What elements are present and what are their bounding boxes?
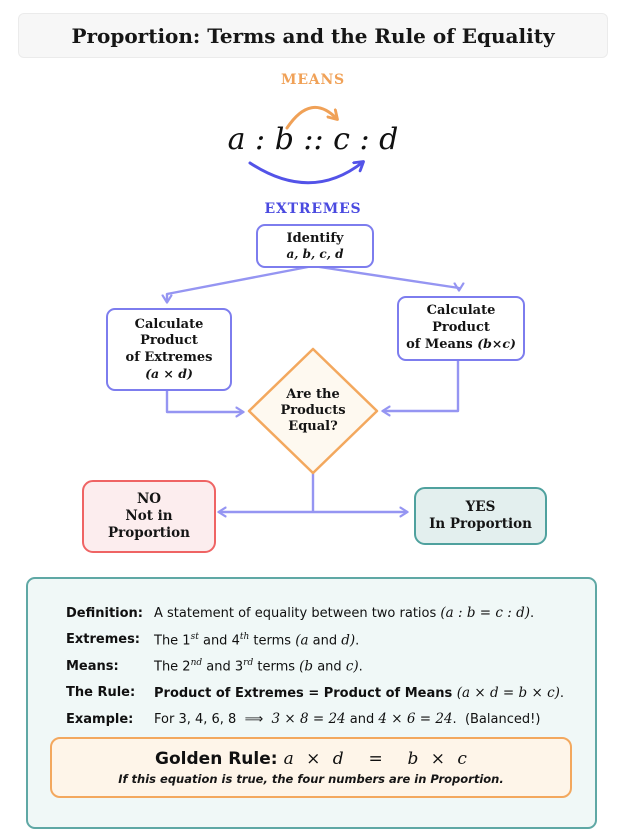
summary-row-label: Means: [66, 658, 119, 674]
calc-means-line2: Product [432, 319, 490, 335]
decision-text: Are the Products Equal? [263, 387, 363, 435]
golden-rule-note: If this equation is true, the four numbe… [118, 772, 504, 786]
summary-row-text: The 1st and 4th terms (a and d). [154, 631, 360, 648]
calc-extremes-line2: Product [140, 333, 198, 348]
calc-extremes-math: (a × d) [145, 366, 193, 381]
golden-rule-line: Golden Rule:a × d = b × c [155, 749, 467, 769]
summary-panel: Definition: A statement of equality betwe… [26, 577, 597, 829]
golden-rule-equation: a × d = b × c [283, 749, 467, 769]
calc-extremes-line1: Calculate [134, 316, 204, 332]
summary-row: Means: The 2nd and 3rd terms (b and c). [66, 653, 566, 680]
identify-terms: a, b, c, d [286, 247, 344, 262]
summary-row-text: The 2nd and 3rd terms (b and c). [154, 658, 363, 675]
calc-means-line3-text: of Means [406, 337, 478, 353]
arrow-identify-left [161, 264, 314, 304]
arrow-left-to-diamond [165, 388, 245, 418]
summary-row-label: Example: [66, 711, 134, 727]
decision-line2: Products [280, 403, 346, 418]
no-line2: Not in [125, 508, 173, 524]
summary-row: Example: For 3, 4, 6, 8 ⟹ 3 × 8 = 24 and … [66, 706, 566, 733]
yes-line1: YES [465, 499, 496, 515]
title-bar: Proportion: Terms and the Rule of Equali… [18, 13, 608, 58]
yes-line2: In Proportion [429, 516, 532, 532]
summary-rows: Definition: A statement of equality betwe… [66, 600, 566, 733]
yes-outcome-box: YES In Proportion [414, 487, 547, 545]
arrow-right-to-diamond [381, 358, 460, 417]
calc-extremes-line3: of Extremes [125, 349, 213, 365]
summary-row: Definition: A statement of equality betwe… [66, 600, 566, 627]
identify-box: Identify a, b, c, d [256, 224, 374, 268]
summary-row-label: The Rule: [66, 685, 136, 701]
calc-means-line3: of Means (b×c) [406, 336, 516, 354]
calc-means-line1: Calculate [426, 303, 496, 319]
page-title: Proportion: Terms and the Rule of Equali… [71, 23, 555, 48]
calc-means-box: Calculate Product of Means (b×c) [397, 296, 525, 361]
summary-row: Extremes: The 1st and 4th terms (a and d)… [66, 627, 566, 654]
means-label: MEANS [281, 72, 345, 88]
no-line1: NO [136, 491, 162, 507]
summary-row-label: Extremes: [66, 632, 141, 648]
no-line3: Proportion [107, 525, 190, 541]
summary-row-text: Product of Extremes = Product of Means (… [154, 684, 565, 701]
arrow-identify-right [312, 264, 465, 292]
extremes-label: EXTREMES [264, 201, 362, 217]
summary-row-label: Definition: [66, 605, 144, 621]
calc-extremes-box: Calculate Product of Extremes (a × d) [106, 308, 232, 391]
summary-row: The Rule: Product of Extremes = Product o… [66, 680, 566, 707]
proportion-equation: a : b :: c : d [227, 122, 399, 157]
decision-line1: Are the [286, 387, 340, 402]
decision-line3: Equal? [288, 419, 338, 434]
golden-rule-label: Golden Rule: [155, 749, 278, 769]
calc-means-math: (b×c) [477, 336, 516, 352]
identify-title: Identify [286, 230, 344, 246]
no-outcome-box: NO Not in Proportion [82, 480, 216, 553]
golden-rule-box: Golden Rule:a × d = b × c If this equati… [50, 737, 572, 798]
extremes-arc [248, 162, 363, 185]
summary-row-text: A statement of equality between two rati… [154, 605, 535, 622]
summary-row-text: For 3, 4, 6, 8 ⟹ 3 × 8 = 24 and 4 × 6 = … [154, 711, 541, 728]
